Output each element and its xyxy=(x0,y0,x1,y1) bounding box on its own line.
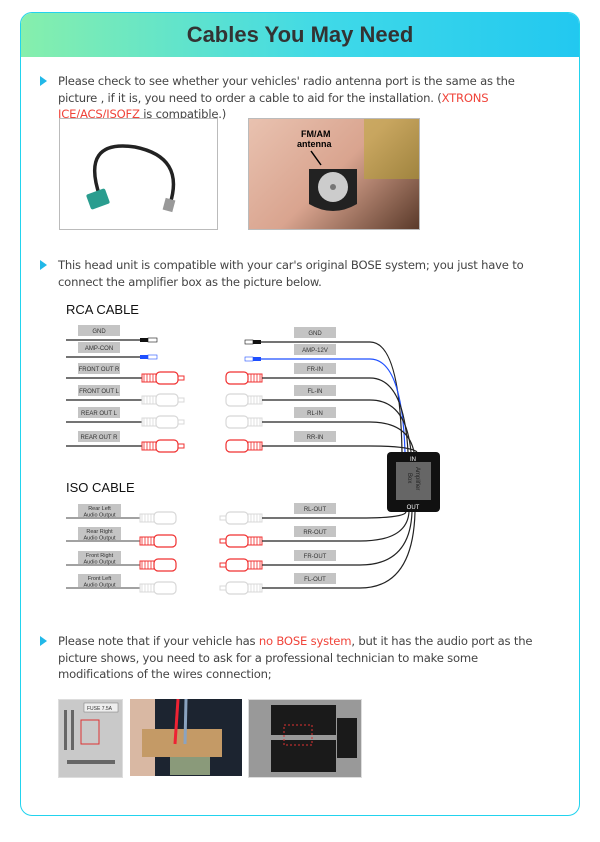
connector-photo xyxy=(130,699,242,776)
antenna-note-text: Please check to see whether your vehicle… xyxy=(58,74,515,105)
amp-label: Amplifier xyxy=(414,467,420,490)
rca-left-label: REAR OUT R xyxy=(78,431,120,442)
svg-text:AMP-CON: AMP-CON xyxy=(85,346,113,352)
bullet-triangle-icon xyxy=(40,76,47,86)
iso-right-label: FR-OUT xyxy=(294,550,336,561)
no-bose-note-text-end: , but it has the audio port as the pictu… xyxy=(58,634,533,681)
iso-cable-title: ISO CABLE xyxy=(66,480,135,495)
svg-text:GND: GND xyxy=(308,331,322,337)
svg-text:RR-OUT: RR-OUT xyxy=(303,530,327,536)
red-rca-plug-icon xyxy=(141,439,185,453)
antenna-cable-photo xyxy=(59,118,218,230)
svg-text:REAR OUT L: REAR OUT L xyxy=(81,411,118,417)
no-bose-note: Please note that if your vehicle has no … xyxy=(40,633,542,683)
amp-in-label: IN xyxy=(410,457,416,463)
svg-text:FL-OUT: FL-OUT xyxy=(304,577,326,583)
rca-left-label: AMP-CON xyxy=(78,342,120,353)
fuse-label: FUSE 7.5A xyxy=(87,706,113,712)
svg-text:RR-IN: RR-IN xyxy=(307,435,324,441)
rca-right-label: AMP-12V xyxy=(294,344,336,355)
svg-text:FR-IN: FR-IN xyxy=(307,367,323,373)
white-rca-plug-icon xyxy=(139,581,177,595)
svg-text:FL-IN: FL-IN xyxy=(308,389,323,395)
photo-label: antenna xyxy=(297,139,333,149)
svg-text:FRONT OUT L: FRONT OUT L xyxy=(79,389,119,395)
fuse-box-photo: FUSE 7.5A xyxy=(58,699,123,778)
no-bose-note-text: Please note that if your vehicle has xyxy=(58,634,259,648)
bullet-triangle-icon xyxy=(40,636,47,646)
white-rca-plug-icon xyxy=(225,393,263,407)
page-title: Cables You May Need xyxy=(186,22,414,47)
iso-right-label: RR-OUT xyxy=(294,526,336,537)
white-rca-plug-icon xyxy=(219,581,263,595)
svg-text:Rear Right: Rear Right xyxy=(86,529,113,535)
svg-text:Rear Left: Rear Left xyxy=(88,506,111,512)
red-rca-plug-icon xyxy=(139,558,177,572)
rca-left-label: FRONT OUT L xyxy=(78,385,120,396)
red-rca-plug-icon xyxy=(139,534,177,548)
red-rca-plug-icon xyxy=(225,439,263,453)
wiring-diagram: RCA CABLE ISO CABLE GND AMP-CON FRONT OUT … xyxy=(66,302,440,595)
svg-text:Audio Output: Audio Output xyxy=(83,560,116,566)
svg-text:RL-IN: RL-IN xyxy=(307,411,323,417)
no-bose-highlight: no BOSE system xyxy=(258,634,352,648)
amp-out-label: OUT xyxy=(407,505,420,511)
svg-text:REAR OUT R: REAR OUT R xyxy=(81,435,119,441)
compatible-models: XTRONS ICE/ACS/ISOFZ xyxy=(58,90,489,122)
svg-text:Audio Output: Audio Output xyxy=(83,513,116,519)
red-rca-plug-icon xyxy=(141,371,185,385)
white-rca-plug-icon xyxy=(141,415,185,429)
antenna-note-text-end: is compatible.) xyxy=(139,107,227,121)
red-rca-plug-icon xyxy=(219,534,263,548)
photo-label: FM/AM xyxy=(301,129,331,139)
svg-text:Audio Output: Audio Output xyxy=(83,583,116,589)
bullet-triangle-icon xyxy=(40,260,47,270)
cables-card: Cables You May Need xyxy=(20,12,580,816)
svg-text:Front Right: Front Right xyxy=(86,553,114,559)
rca-right-label: FR-IN xyxy=(294,363,336,374)
svg-text:FR-OUT: FR-OUT xyxy=(304,554,327,560)
amp-label: Box xyxy=(406,473,412,483)
antenna-port-photo: FM/AM antenna xyxy=(248,118,420,230)
bose-note-text: This head unit is compatible with your c… xyxy=(58,258,524,289)
svg-text:RL-OUT: RL-OUT xyxy=(304,507,327,513)
head-unit-port-photo xyxy=(248,699,362,778)
antenna-note: Please check to see whether your vehicle… xyxy=(40,73,542,123)
rca-left-label: FRONT OUT R xyxy=(78,363,120,374)
red-rca-plug-icon xyxy=(225,371,263,385)
header-banner: Cables You May Need xyxy=(21,13,579,57)
rca-left-label: GND xyxy=(78,325,120,336)
red-rca-plug-icon xyxy=(219,558,263,572)
rca-right-label: RR-IN xyxy=(294,431,336,442)
rca-cable-title: RCA CABLE xyxy=(66,302,139,317)
svg-text:Audio Output: Audio Output xyxy=(83,536,116,542)
white-rca-plug-icon xyxy=(141,393,185,407)
svg-text:Front Left: Front Left xyxy=(88,576,112,582)
white-rca-plug-icon xyxy=(219,511,263,525)
iso-right-label: RL-OUT xyxy=(294,503,336,514)
rca-right-label: RL-IN xyxy=(294,407,336,418)
iso-right-label: FL-OUT xyxy=(294,573,336,584)
svg-text:GND: GND xyxy=(92,329,106,335)
rca-right-label: FL-IN xyxy=(294,385,336,396)
white-rca-plug-icon xyxy=(139,511,177,525)
rca-left-label: REAR OUT L xyxy=(78,407,120,418)
svg-text:AMP-12V: AMP-12V xyxy=(302,348,328,354)
amplifier-box: IN OUT Amplifier Box xyxy=(387,452,440,512)
svg-text:FRONT OUT R: FRONT OUT R xyxy=(79,367,120,373)
bose-note: This head unit is compatible with your c… xyxy=(40,257,542,290)
rca-right-label: GND xyxy=(294,327,336,338)
white-rca-plug-icon xyxy=(225,415,263,429)
